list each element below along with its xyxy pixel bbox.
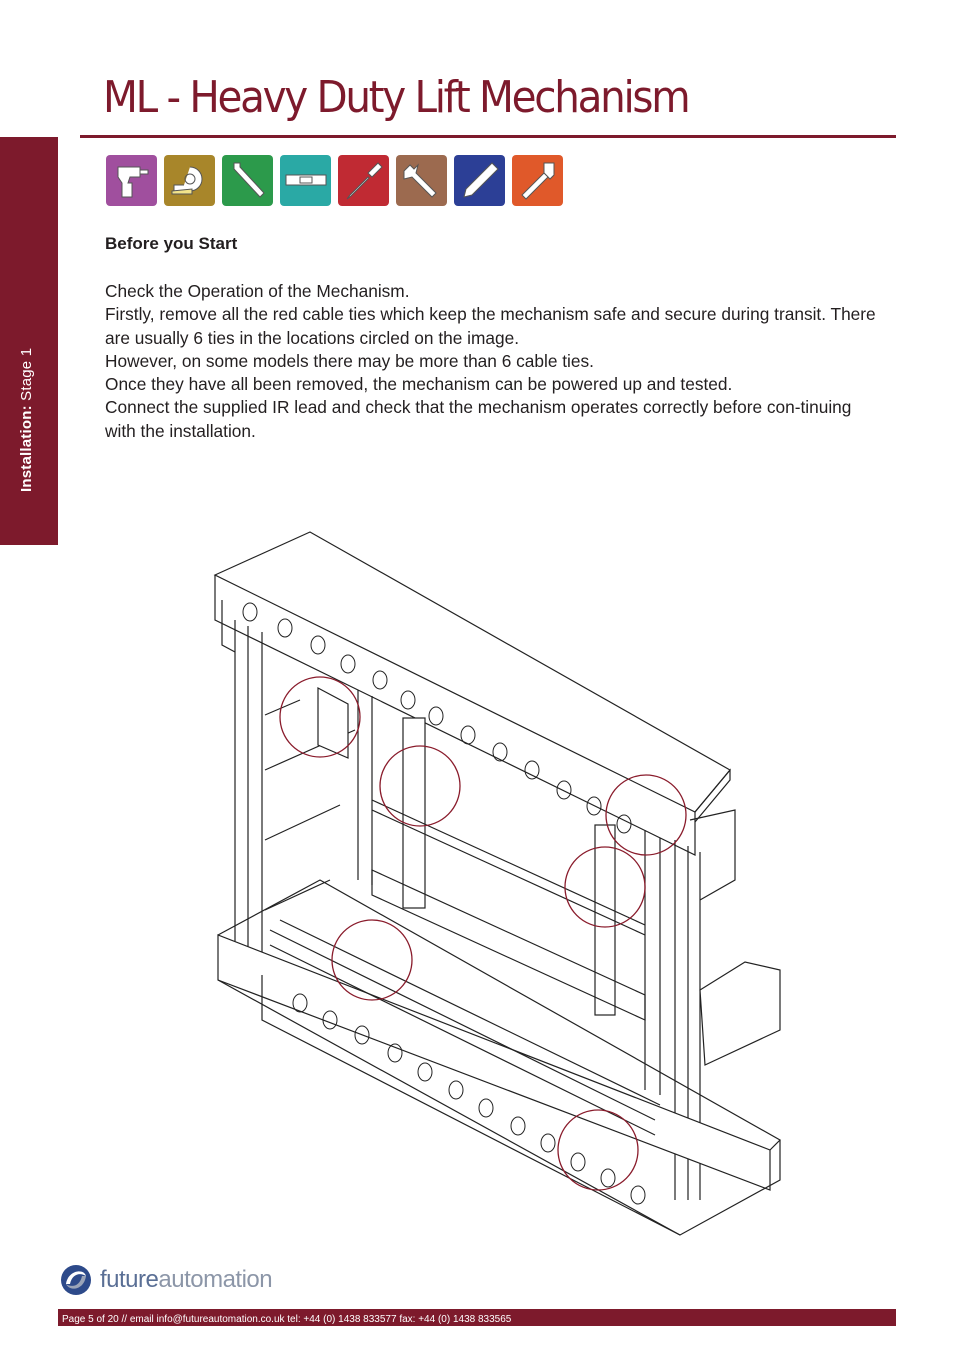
paragraph: Once they have all been removed, the mec… (105, 374, 733, 395)
company-logo: futureautomation (58, 1262, 273, 1298)
sidebar-label: Installation: Stage 1 (18, 347, 35, 492)
pencil-icon (454, 155, 505, 206)
instructions-text: Check the Operation of the Mechanism. Fi… (105, 280, 885, 443)
logo-text: futureautomation (100, 1266, 273, 1293)
lift-mechanism-drawing (213, 531, 781, 1236)
sidebar-band: Installation: Stage 1 (0, 137, 58, 545)
saw-icon (512, 155, 563, 206)
drill-icon (106, 155, 157, 206)
paragraph: However, on some models there may be mor… (105, 350, 594, 371)
paragraph: Connect the supplied IR lead and check t… (105, 397, 852, 441)
page-title: ML - Heavy Duty Lift Mechanism (103, 72, 691, 123)
footer-text: Page 5 of 20 // email info@futureautomat… (62, 1314, 512, 1325)
paragraph: Firstly, remove all the red cable ties w… (105, 304, 876, 348)
logo-swirl-icon (61, 1265, 91, 1295)
section-heading: Before you Start (105, 234, 238, 253)
title-divider (80, 135, 896, 138)
allen-key-icon (222, 155, 273, 206)
footer-bar: Page 5 of 20 // email info@futureautomat… (58, 1309, 896, 1326)
tape-measure-icon (164, 155, 215, 206)
spanner-icon (396, 155, 447, 206)
paragraph: Check the Operation of the Mechanism. (105, 281, 410, 301)
screwdriver-icon (338, 155, 389, 206)
spirit-level-icon (280, 155, 331, 206)
tool-icons (106, 155, 563, 206)
